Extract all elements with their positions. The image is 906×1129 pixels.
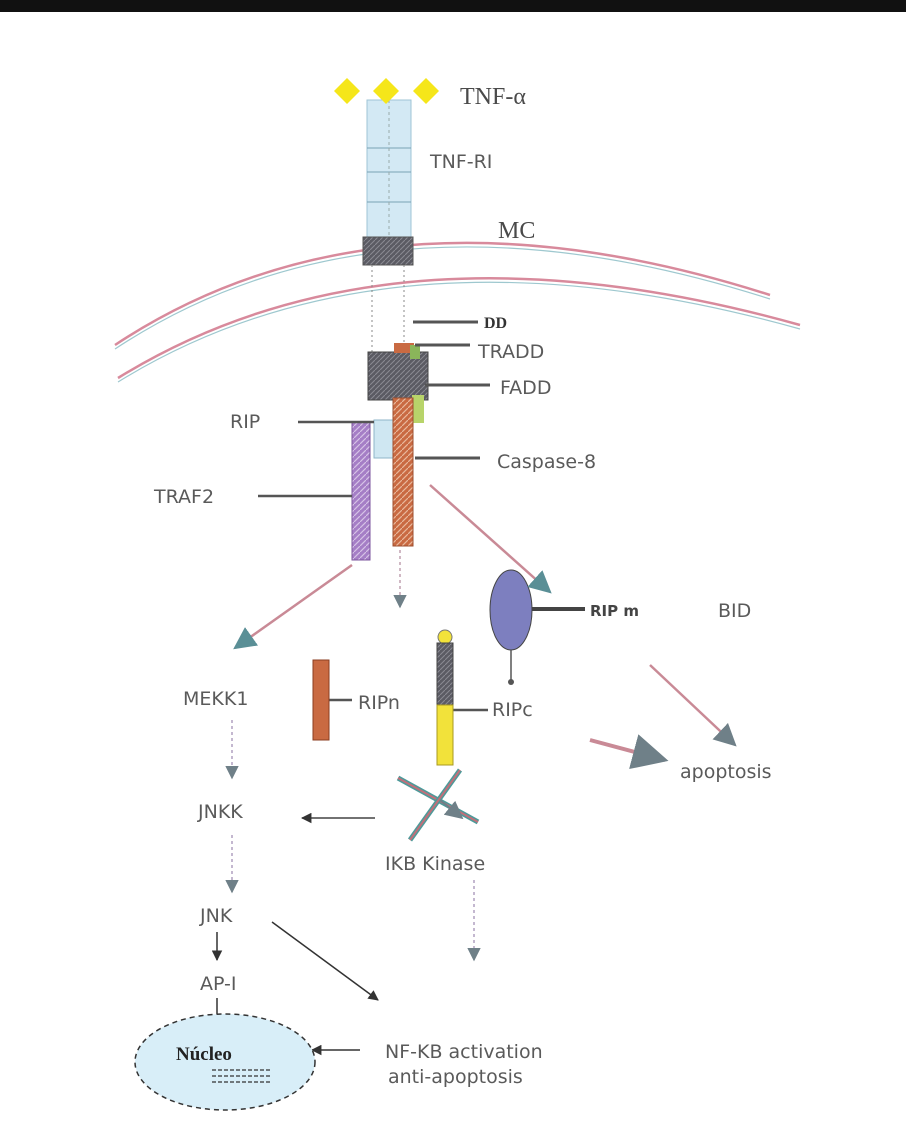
label-rip: RIP — [230, 411, 260, 433]
inner-membrane-shadow — [118, 282, 800, 382]
traf2-bar — [352, 422, 370, 560]
ikb-kinase-shape — [398, 770, 478, 840]
label-mekk1: MEKK1 — [183, 688, 248, 710]
pathway-arrows — [217, 485, 735, 1050]
top-border-bar — [0, 0, 906, 12]
green-domain-lower — [412, 395, 424, 423]
label-ripn: RIPn — [358, 692, 400, 714]
label-rip-m: RIP m — [590, 602, 639, 620]
label-nucleo: Núcleo — [176, 1044, 232, 1065]
rip-m-dot — [508, 679, 514, 685]
label-ripc: RIPc — [492, 699, 533, 721]
ripn-bar — [313, 660, 329, 740]
label-mc: MC — [498, 218, 535, 244]
arrow-bid-to-apoptosis — [650, 665, 735, 745]
fadd-complex-block — [368, 352, 428, 400]
rip-block — [374, 420, 394, 458]
arrow-jnk-to-nfkb — [272, 922, 378, 1000]
arrow-ripc-to-apoptosis — [590, 740, 665, 760]
tnf-receptor — [363, 100, 413, 360]
label-ikb-kinase: IKB Kinase — [385, 853, 485, 875]
ligand-diamond — [413, 78, 439, 104]
green-domain — [410, 345, 420, 359]
label-tradd: TRADD — [477, 341, 544, 363]
label-ap1: AP-I — [200, 973, 237, 995]
label-traf2: TRAF2 — [153, 486, 214, 508]
label-tnf-alpha: TNF-α — [460, 84, 526, 110]
ligand-diamond — [334, 78, 360, 104]
label-jnkk: JNKK — [197, 801, 243, 823]
arrow-caspase-to-ripm — [430, 485, 550, 592]
label-tnf-r: TNF-RI — [429, 151, 492, 173]
label-jnk: JNK — [199, 905, 233, 927]
label-nfkb-activation: NF-KB activation — [385, 1041, 543, 1063]
label-caspase8: Caspase-8 — [497, 451, 596, 473]
label-apoptosis: apoptosis — [680, 761, 772, 783]
caspase-8-bar — [393, 398, 413, 546]
label-fadd: FADD — [500, 377, 551, 399]
label-dd: DD — [484, 315, 507, 332]
ripc-bar — [437, 630, 453, 765]
arrow-traf2-to-mekk1 — [235, 565, 352, 648]
label-anti-apoptosis: anti-apoptosis — [388, 1066, 523, 1088]
tnf-alpha-ligands — [334, 78, 439, 104]
rip-m-oval — [490, 570, 532, 650]
label-bid: BID — [718, 600, 751, 622]
